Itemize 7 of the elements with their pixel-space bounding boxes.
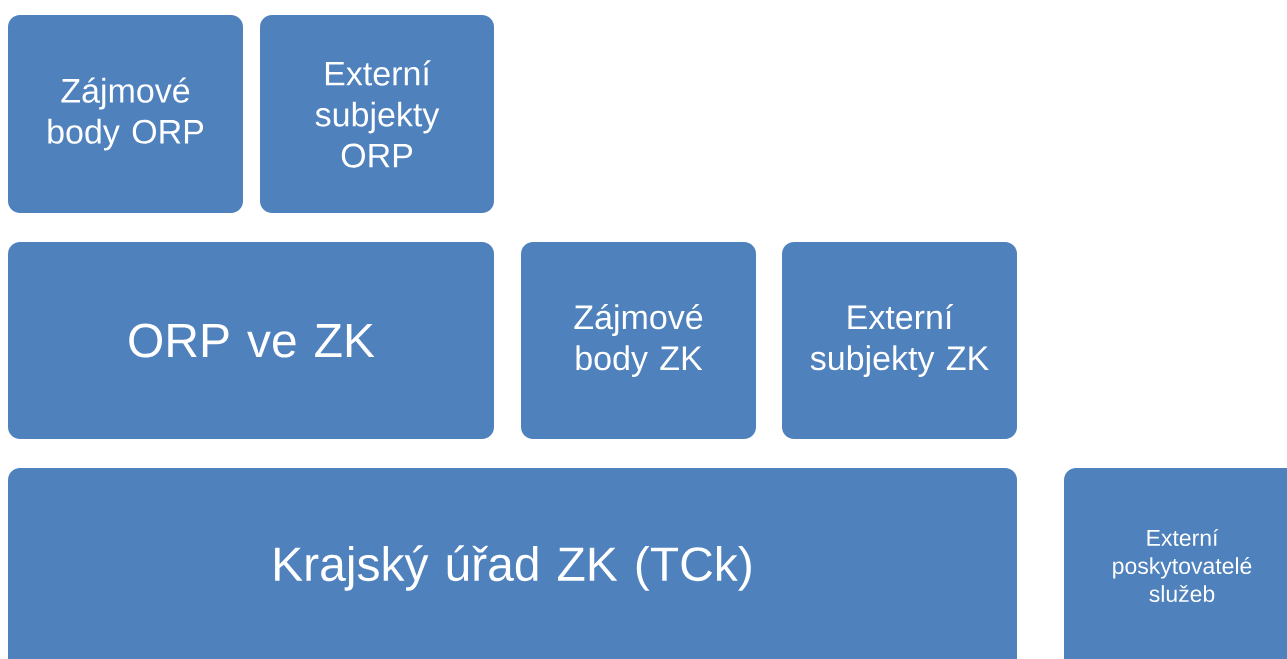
rounded-box: Externí poskytovatelé služeb bbox=[1064, 468, 1287, 659]
rounded-box: Krajský úřad ZK (TCk) bbox=[8, 468, 1017, 659]
rounded-box: Zájmové body ZK bbox=[521, 242, 756, 439]
rounded-box: Externí subjekty ORP bbox=[260, 15, 494, 213]
rounded-box: Externí subjekty ZK bbox=[782, 242, 1017, 439]
rounded-box: Zájmové body ORP bbox=[8, 15, 243, 213]
rounded-box: ORP ve ZK bbox=[8, 242, 494, 439]
